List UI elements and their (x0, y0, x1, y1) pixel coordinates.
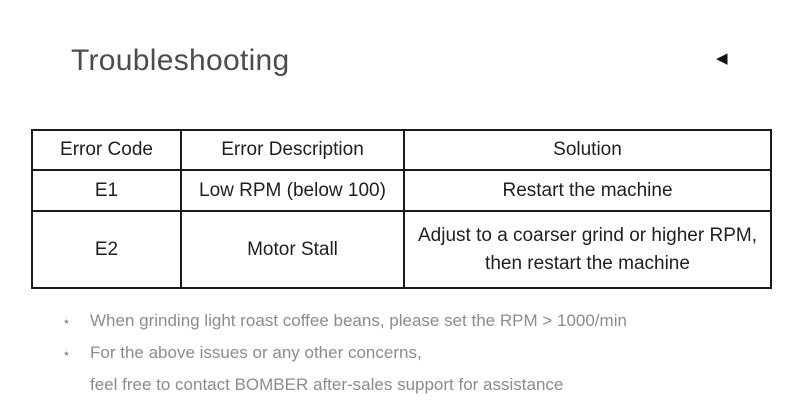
note-contact-support-line1: ⋆ For the above issues or any other conc… (62, 341, 627, 365)
table-row: E1 Low RPM (below 100) Restart the machi… (31, 169, 772, 212)
star-bullet-icon: ⋆ (62, 345, 71, 361)
error-code-table: Error Code Error Description Solution E1… (31, 129, 772, 289)
note-rpm-warning: ⋆ When grinding light roast coffee beans… (62, 309, 627, 333)
column-header-error-description: Error Description (180, 129, 405, 171)
cell-error-code: E1 (31, 169, 182, 212)
cell-error-code: E2 (31, 210, 182, 289)
star-bullet-icon: ⋆ (62, 313, 71, 329)
cell-error-description: Low RPM (below 100) (180, 169, 405, 212)
cell-solution: Adjust to a coarser grind or higher RPM,… (403, 210, 772, 289)
column-header-error-code: Error Code (31, 129, 182, 171)
note-text: For the above issues or any other concer… (90, 343, 422, 362)
footnotes: ⋆ When grinding light roast coffee beans… (62, 309, 627, 405)
page-title: Troubleshooting (71, 44, 290, 77)
cell-solution: Restart the machine (403, 169, 772, 212)
table-header-row: Error Code Error Description Solution (31, 129, 772, 171)
note-text: When grinding light roast coffee beans, … (90, 311, 627, 330)
table-row: E2 Motor Stall Adjust to a coarser grind… (31, 210, 772, 289)
cell-error-description: Motor Stall (180, 210, 405, 289)
note-contact-support-line2: feel free to contact BOMBER after-sales … (62, 373, 627, 397)
note-text: feel free to contact BOMBER after-sales … (90, 375, 564, 394)
column-header-solution: Solution (403, 129, 772, 171)
previous-page-arrow-icon[interactable]: ◀ (716, 50, 728, 67)
